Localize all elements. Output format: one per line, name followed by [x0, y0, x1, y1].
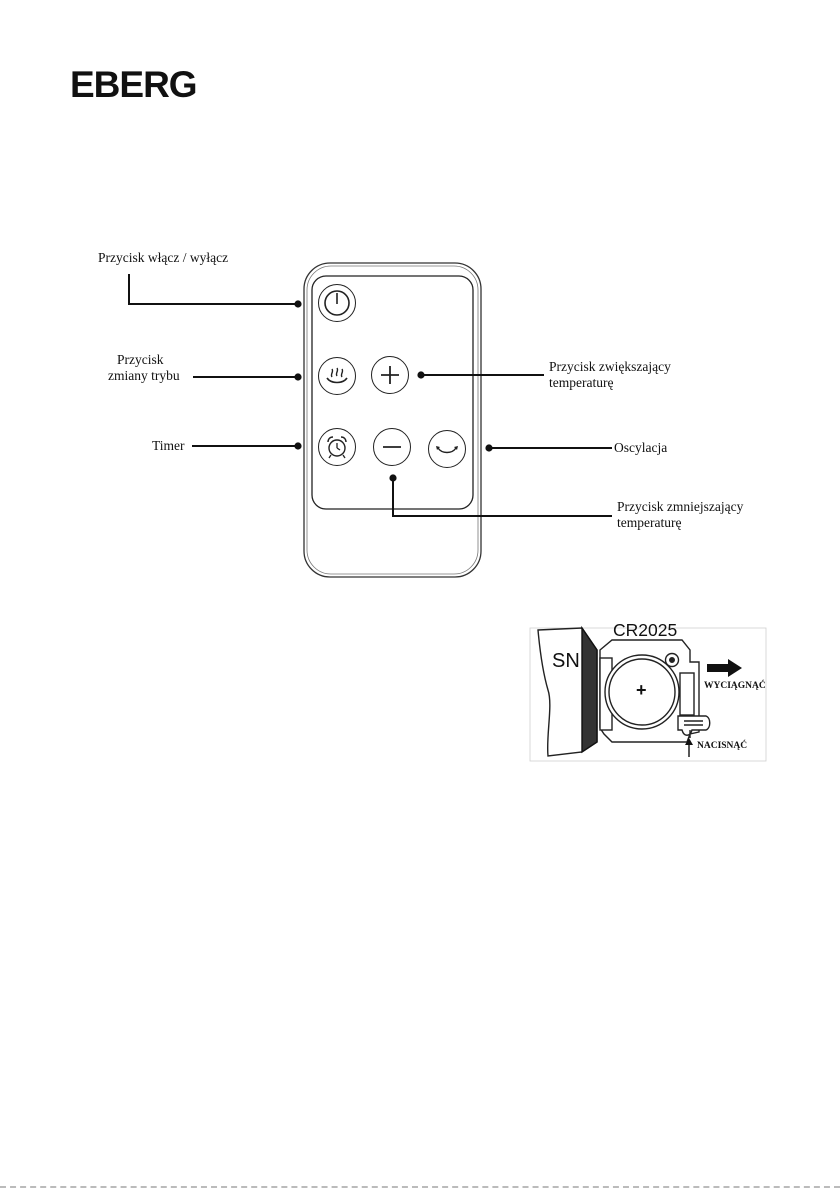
temp-up-button[interactable]: [371, 356, 409, 394]
power-button-label: Przycisk włącz / wyłącz: [98, 250, 228, 265]
temp-down-leader-line: [393, 478, 612, 516]
oscillation-icon: [433, 439, 461, 459]
temp-up-label-line2: temperaturę: [549, 375, 613, 390]
battery-polarity-label: +: [636, 680, 647, 701]
press-instruction-label: NACISNĄĆ: [697, 741, 747, 751]
timer-button-label: Timer: [152, 438, 185, 453]
heat-mode-icon: [324, 365, 350, 387]
power-icon: [323, 289, 351, 317]
power-leader-line: [129, 274, 298, 304]
page-bottom-divider: [0, 1186, 840, 1188]
pull-arrow: [707, 659, 742, 677]
mode-button-label-line1: Przycisk: [117, 352, 164, 367]
temp-down-label-line1: Przycisk zmniejszający: [617, 499, 743, 514]
minus-icon: [380, 435, 404, 459]
pull-instruction-label: WYCIĄGNĄĆ: [704, 681, 766, 691]
battery-model-label: CR2025: [613, 620, 677, 641]
timer-button[interactable]: [318, 428, 356, 466]
oscillation-button[interactable]: [428, 430, 466, 468]
mode-button-label-line2: zmiany trybu: [108, 368, 180, 383]
alarm-clock-icon: [324, 434, 350, 460]
oscillation-label: Oscylacja: [614, 440, 667, 455]
power-button[interactable]: [318, 284, 356, 322]
plus-icon: [378, 363, 402, 387]
temp-down-button[interactable]: [373, 428, 411, 466]
temp-down-label-line2: temperaturę: [617, 515, 681, 530]
temp-up-label-line1: Przycisk zwiększający: [549, 359, 671, 374]
battery-sn-label: SN: [552, 650, 580, 673]
mode-button[interactable]: [318, 357, 356, 395]
